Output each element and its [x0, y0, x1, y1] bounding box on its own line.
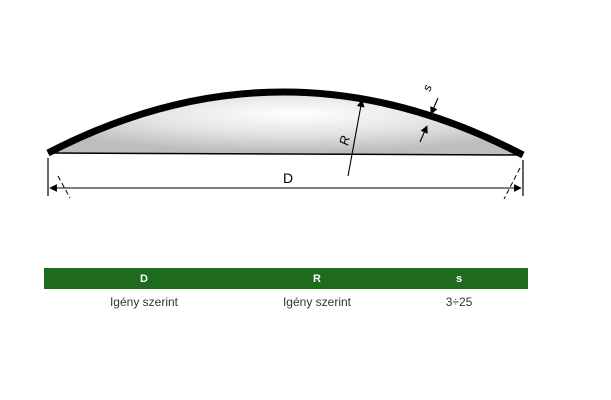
header-d: D — [44, 268, 244, 289]
cap-shell-arc — [46, 88, 525, 159]
r-label: R — [336, 134, 353, 146]
dished-cap-diagram: D R s — [46, 83, 525, 200]
spec-table: D R s Igény szerint Igény szerint 3÷25 — [44, 268, 528, 315]
d-label: D — [283, 170, 293, 186]
cell-r: Igény szerint — [282, 295, 352, 309]
cell-d: Igény szerint — [109, 295, 179, 309]
table-header-row: D R s — [44, 268, 528, 289]
header-r: R — [244, 268, 390, 289]
d-tick-left — [57, 175, 71, 199]
s-arrow-inner — [419, 125, 428, 143]
s-arrow-outer — [430, 97, 439, 115]
r-dimension-line — [347, 99, 365, 177]
header-s: s — [390, 268, 528, 289]
cap-chord-line — [47, 152, 524, 156]
d-tick-right — [503, 167, 521, 200]
s-label: s — [420, 83, 435, 93]
table-row: Igény szerint Igény szerint 3÷25 — [44, 289, 528, 315]
cell-s: 3÷25 — [445, 295, 473, 309]
